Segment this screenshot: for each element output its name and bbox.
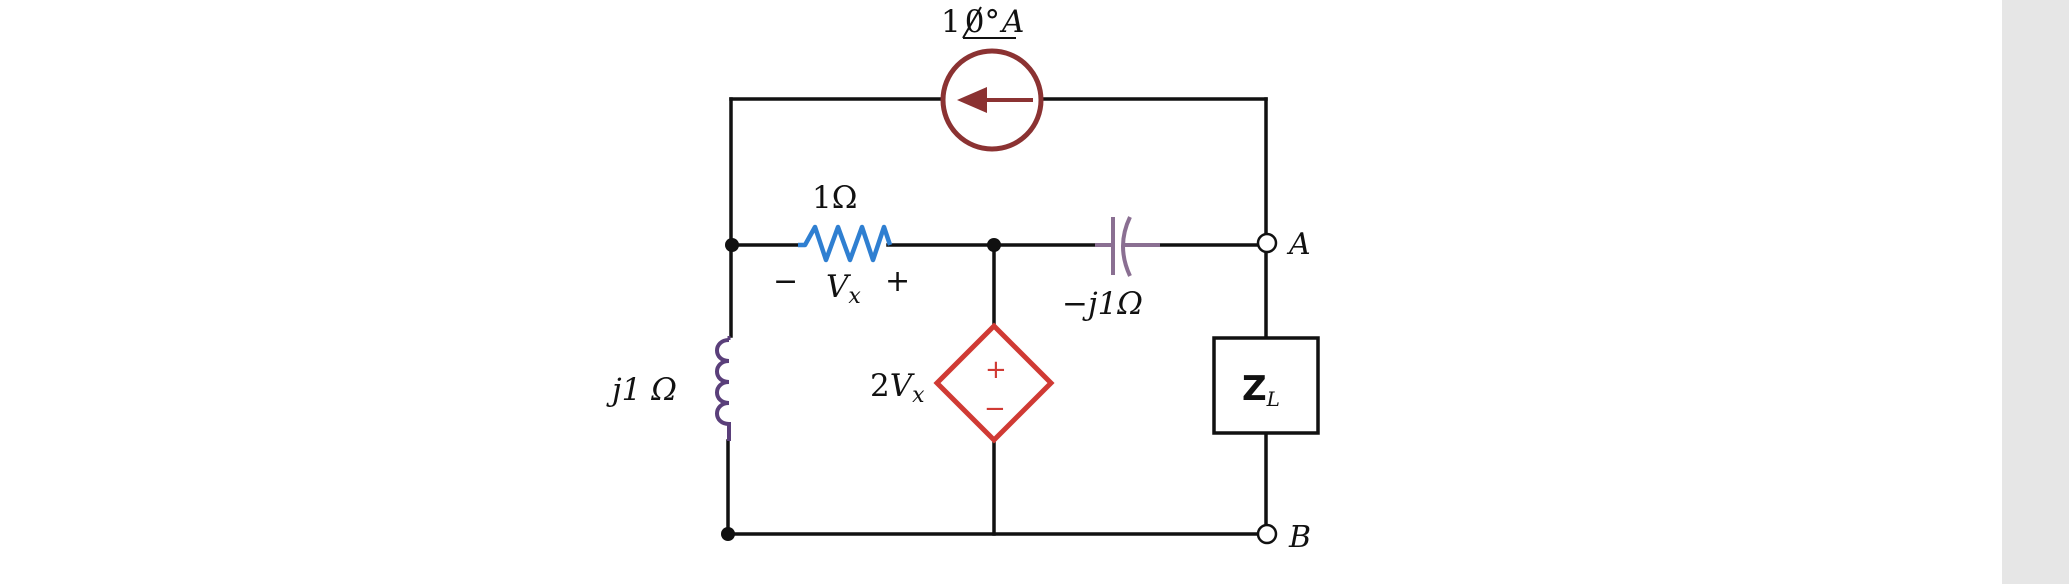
dependent-source-minus: − bbox=[984, 394, 1006, 424]
angle-symbol-icon bbox=[962, 6, 1016, 39]
vx-minus: − bbox=[773, 264, 798, 299]
terminal-a-icon bbox=[1256, 232, 1278, 254]
dependent-source-diamond-icon bbox=[933, 322, 1055, 444]
load-impedance-label: ZL bbox=[1242, 369, 1280, 411]
junction-node-center bbox=[987, 238, 1001, 252]
load-impedance-main: Z bbox=[1242, 369, 1267, 409]
current-source bbox=[940, 48, 1044, 152]
dependent-source: + − bbox=[933, 322, 1055, 444]
wires bbox=[726, 97, 1268, 536]
inductor-value: j1 Ω bbox=[606, 372, 677, 408]
capacitor-icon bbox=[1095, 216, 1160, 277]
vx-plus: + bbox=[885, 264, 910, 299]
terminal-a-label: A bbox=[1286, 227, 1311, 262]
current-source-angle: 0° bbox=[965, 4, 1000, 40]
inductor-icon bbox=[715, 336, 731, 441]
terminal-b-icon bbox=[1256, 523, 1278, 545]
load-impedance-subscript: L bbox=[1266, 387, 1280, 411]
vx-subscript: x bbox=[848, 284, 861, 309]
dependent-source-label: 2Vx bbox=[870, 368, 925, 408]
vx-letter: V bbox=[826, 269, 852, 305]
resistor-zigzag-icon bbox=[798, 224, 893, 263]
dependent-source-letter: V bbox=[890, 368, 916, 404]
junction-node-left bbox=[725, 238, 739, 252]
current-source-arrow-icon bbox=[957, 87, 987, 113]
junction-node-bottom-left bbox=[721, 527, 735, 541]
current-source-unit: A bbox=[999, 4, 1024, 40]
current-source-magnitude: 1 bbox=[941, 4, 961, 40]
dependent-source-plus: + bbox=[985, 355, 1007, 385]
scrollbar[interactable] bbox=[2002, 0, 2069, 584]
dependent-source-subscript: x bbox=[912, 383, 925, 408]
terminal-b-label: B bbox=[1288, 520, 1311, 555]
resistor-value: 1Ω bbox=[812, 180, 857, 216]
capacitor-value: −j1Ω bbox=[1062, 286, 1143, 322]
dependent-source-gain: 2 bbox=[870, 368, 890, 404]
load-impedance-box bbox=[1212, 336, 1320, 435]
vx-label: Vx bbox=[826, 269, 861, 309]
